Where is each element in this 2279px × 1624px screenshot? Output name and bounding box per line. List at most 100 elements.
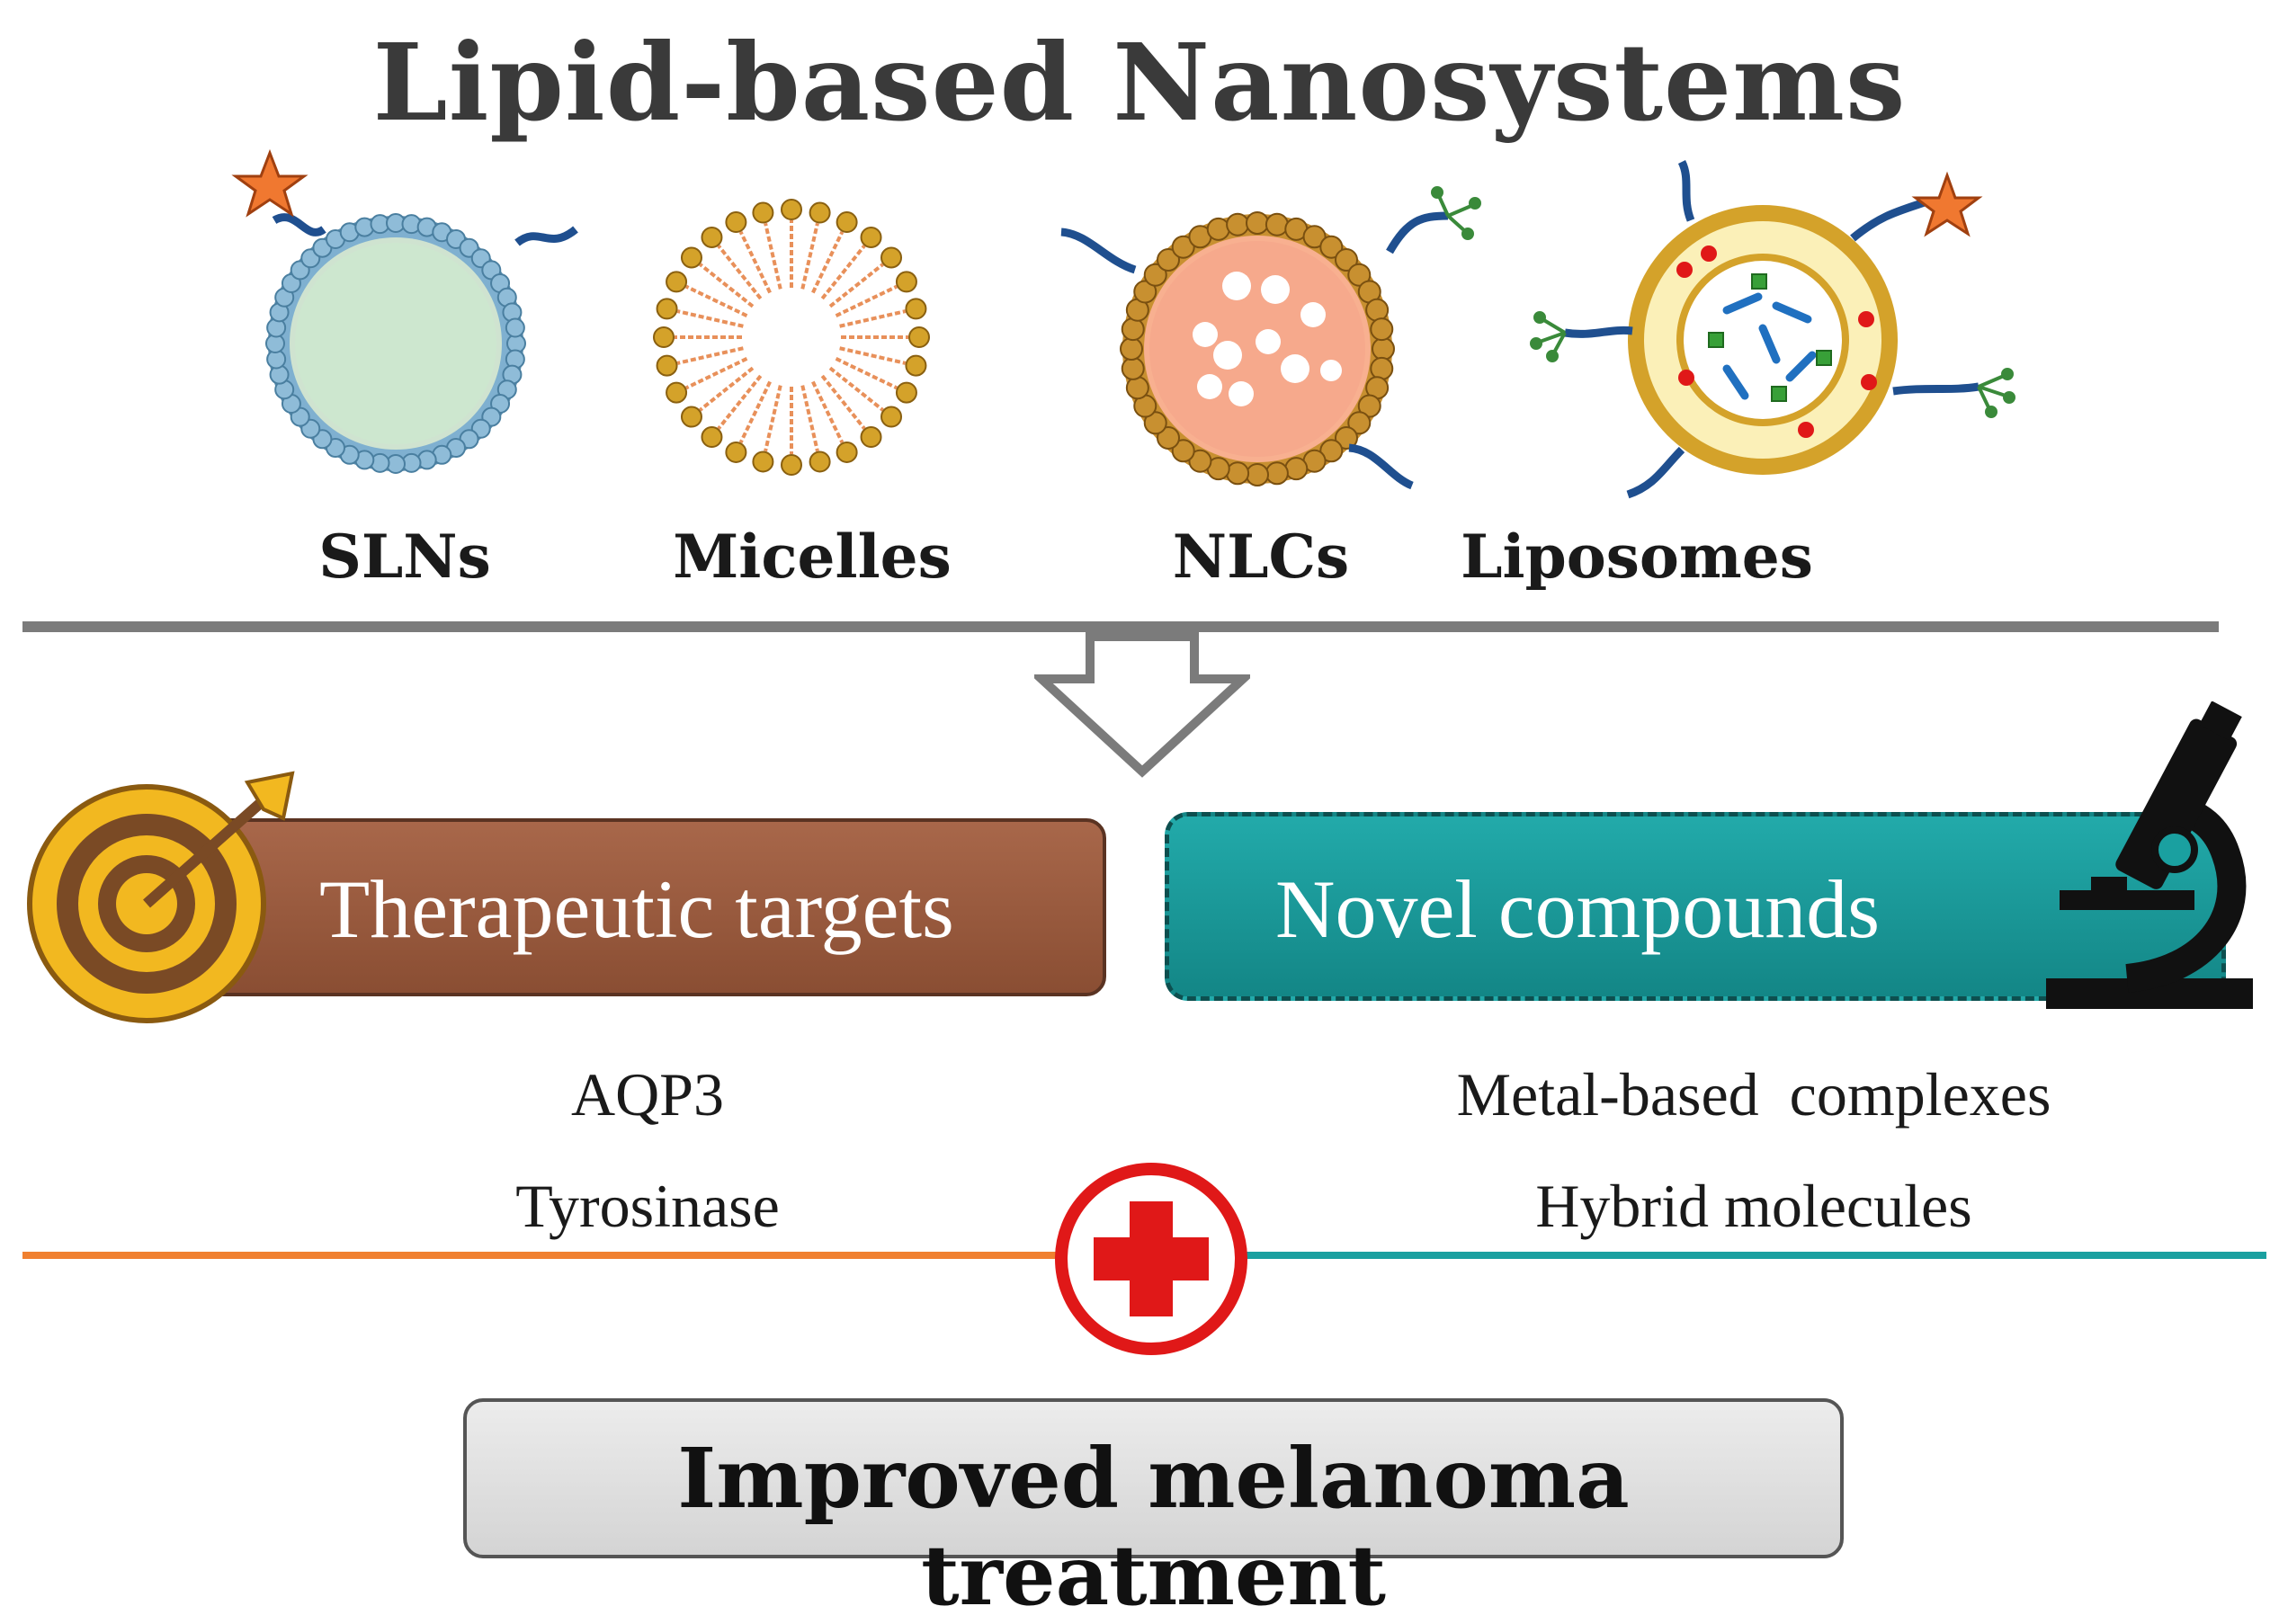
lipid-head bbox=[781, 454, 802, 476]
lipid-tail bbox=[835, 284, 898, 317]
lipid-head bbox=[1171, 439, 1195, 463]
result-label: Improved melanoma treatment bbox=[677, 1430, 1630, 1624]
lipid-head bbox=[666, 271, 688, 293]
lipid-head bbox=[1372, 337, 1395, 361]
nlc-particle bbox=[1060, 186, 1481, 490]
therapeutic-targets-label: Therapeutic targets bbox=[319, 863, 954, 955]
lipid-head bbox=[860, 426, 882, 449]
lipid-tail bbox=[820, 245, 866, 300]
lipid-tail bbox=[828, 366, 884, 412]
lipid-head bbox=[836, 441, 858, 463]
liposome-particle bbox=[1530, 159, 2015, 499]
lipid-head bbox=[908, 326, 930, 348]
plus-icon bbox=[1055, 1163, 1247, 1355]
lipid-head bbox=[701, 226, 723, 248]
lipid-head bbox=[1302, 225, 1327, 249]
lipid-tail bbox=[699, 263, 755, 308]
lipid-head bbox=[656, 354, 678, 377]
lipid-head bbox=[905, 298, 927, 320]
lipid-tail bbox=[738, 380, 772, 443]
lipid-head bbox=[895, 271, 917, 293]
lipid-tail bbox=[800, 222, 819, 290]
lipid-head bbox=[1246, 211, 1269, 235]
nanosystem-illustrations bbox=[231, 148, 2015, 499]
microscope-icon bbox=[2046, 701, 2253, 1009]
lipid-head bbox=[1246, 463, 1269, 486]
lipid-head bbox=[880, 406, 903, 428]
micelle-particle bbox=[653, 199, 930, 476]
target-item-tyrosinase: Tyrosinase bbox=[515, 1172, 780, 1240]
down-arrow-icon bbox=[1034, 632, 1250, 778]
right-connector-line bbox=[1241, 1252, 2266, 1259]
lipid-head bbox=[1370, 356, 1394, 380]
lipid-head bbox=[1265, 461, 1289, 486]
lipid-head bbox=[1319, 439, 1344, 463]
lipid-head bbox=[809, 201, 831, 224]
lipid-head bbox=[860, 226, 882, 248]
lipid-head bbox=[1171, 235, 1195, 259]
lipid-head bbox=[905, 354, 927, 377]
lipid-head bbox=[1284, 457, 1309, 481]
target-item-aqp3: AQP3 bbox=[570, 1060, 725, 1129]
star-ligand-icon bbox=[1911, 171, 1983, 237]
lipid-tail bbox=[685, 284, 748, 317]
label-nlcs: NLCs bbox=[1172, 522, 1350, 592]
lipid-head bbox=[680, 246, 702, 269]
label-liposomes: Liposomes bbox=[1461, 522, 1813, 592]
lipid-head bbox=[666, 381, 688, 404]
lipid-tail bbox=[738, 231, 772, 294]
lipid-head bbox=[836, 211, 858, 234]
lipid-head bbox=[1334, 425, 1358, 450]
left-connector-line bbox=[22, 1252, 1066, 1259]
lipid-head bbox=[1143, 263, 1167, 287]
lipid-head bbox=[1347, 411, 1372, 435]
lipid-head bbox=[1206, 217, 1230, 241]
lipid-head bbox=[1120, 337, 1143, 361]
lipid-tail bbox=[835, 357, 898, 390]
lipid-head bbox=[895, 381, 917, 404]
lipid-tail bbox=[676, 309, 744, 328]
lipid-head bbox=[1143, 411, 1167, 435]
branch-ligand-icon bbox=[1530, 311, 2015, 418]
lipid-head bbox=[1365, 298, 1390, 322]
lipid-head bbox=[1157, 425, 1181, 450]
lipid-tail bbox=[717, 374, 763, 430]
lipid-head bbox=[1121, 356, 1145, 380]
lipid-head bbox=[1226, 212, 1250, 236]
novel-compounds-banner bbox=[1165, 812, 2226, 1001]
compound-item-hybrid: Hybrid molecules bbox=[1535, 1172, 1972, 1240]
branch-ligand-icon bbox=[1431, 186, 1481, 240]
section-divider bbox=[22, 621, 2219, 632]
lipid-tail bbox=[764, 385, 782, 452]
lipid-tail bbox=[820, 374, 866, 430]
lipid-tail bbox=[676, 346, 744, 365]
lipid-head bbox=[653, 326, 675, 348]
lipid-head bbox=[680, 406, 702, 428]
lipid-head bbox=[1334, 248, 1358, 272]
compound-item-metal: Metal-based complexes bbox=[1456, 1060, 2051, 1129]
lipid-head bbox=[752, 451, 774, 473]
lipid-head bbox=[1157, 248, 1181, 272]
lipid-head bbox=[880, 246, 903, 269]
lipid-head bbox=[1347, 263, 1372, 287]
lipid-head bbox=[1125, 376, 1149, 400]
label-slns: SLNs bbox=[318, 522, 491, 592]
diagram-title: Lipid-based Nanosystems bbox=[372, 20, 1907, 145]
lipid-tail bbox=[800, 385, 819, 452]
lipid-head bbox=[725, 211, 747, 234]
lipid-tail bbox=[811, 380, 845, 443]
lipid-tail bbox=[764, 222, 782, 290]
sln-particle bbox=[231, 148, 578, 474]
lipid-tail bbox=[828, 263, 884, 308]
lipid-head bbox=[1121, 317, 1145, 342]
lipid-head bbox=[1265, 212, 1289, 236]
lipid-head bbox=[1188, 449, 1212, 473]
lipid-head bbox=[1319, 235, 1344, 259]
lipid-tail bbox=[685, 357, 748, 390]
lipid-head bbox=[752, 201, 774, 224]
lipid-head bbox=[1370, 317, 1394, 342]
novel-compounds-label: Novel compounds bbox=[1275, 863, 1881, 955]
target-icon bbox=[27, 771, 295, 1023]
lipid-head bbox=[725, 441, 747, 463]
lipid-head bbox=[1226, 461, 1250, 486]
